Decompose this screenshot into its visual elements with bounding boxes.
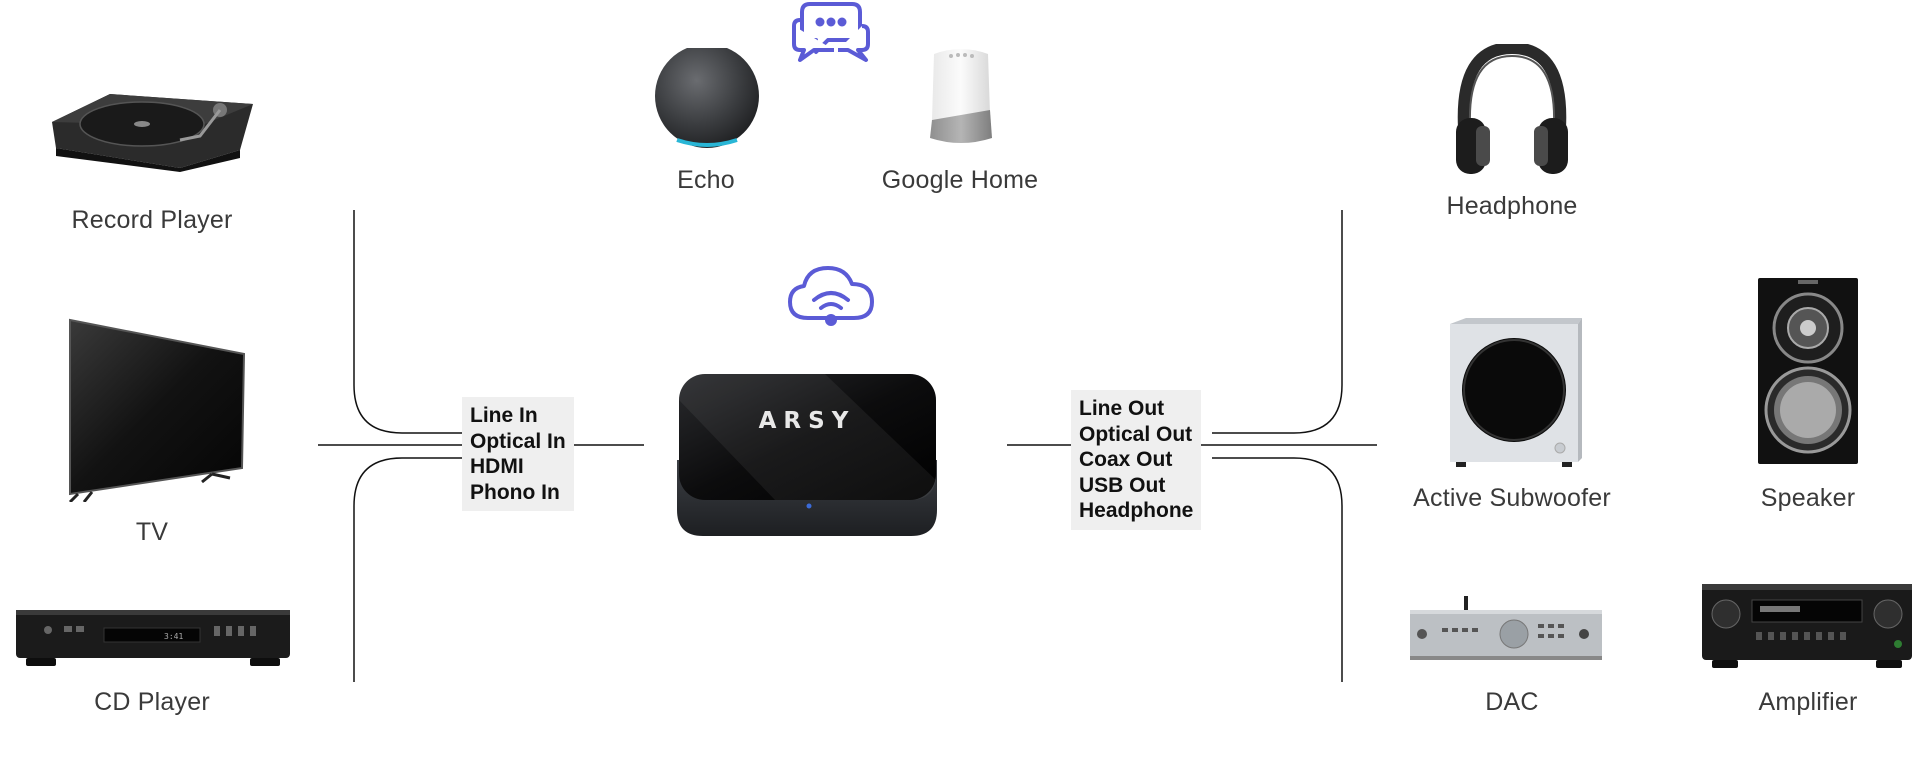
- input-branch-bottom: [353, 457, 462, 682]
- cd-player-label: CD Player: [94, 688, 210, 716]
- tv-icon: [68, 318, 246, 502]
- google-home-label: Google Home: [881, 166, 1039, 194]
- amplifier-label: Amplifier: [1758, 688, 1858, 716]
- output-port-optical-out: Optical Out: [1079, 422, 1193, 446]
- input-port-line-in: Line In: [470, 404, 538, 427]
- speaker-icon: [1758, 278, 1858, 464]
- input-ports-box: Line In Optical In HDMI Phono In: [462, 397, 574, 511]
- input-port-hdmi: HDMI: [470, 455, 524, 478]
- google-home-icon: [930, 49, 992, 143]
- dac-label: DAC: [1485, 688, 1539, 716]
- amplifier-icon: [1702, 584, 1912, 668]
- cd-player-icon: 3:41: [16, 610, 290, 666]
- output-ports-box: Line Out Optical Out Coax Out USB Out He…: [1071, 390, 1202, 530]
- tv-label: TV: [135, 518, 169, 546]
- cloud-wifi-icon: [788, 266, 874, 326]
- output-port-coax-out: Coax Out: [1079, 448, 1173, 471]
- output-port-line-out: Line Out: [1079, 397, 1165, 420]
- arsy-hub-device: [677, 374, 937, 536]
- hub-brand-logo: ARSY: [758, 408, 856, 434]
- input-port-phono-in: Phono In: [470, 480, 560, 504]
- input-port-optical-in: Optical In: [470, 429, 566, 453]
- output-branch-bottom: [1212, 457, 1343, 682]
- dac-icon: [1410, 596, 1602, 660]
- speaker-label: Speaker: [1760, 484, 1856, 512]
- subwoofer-icon: [1450, 318, 1582, 467]
- input-branch-top: [353, 210, 462, 434]
- headphone-label: Headphone: [1446, 192, 1578, 220]
- active-subwoofer-label: Active Subwoofer: [1413, 484, 1611, 512]
- headphone-icon: [1456, 44, 1568, 174]
- echo-label: Echo: [677, 166, 735, 194]
- record-player-icon: [52, 94, 253, 172]
- record-player-label: Record Player: [71, 206, 233, 234]
- output-port-headphone: Headphone: [1079, 499, 1194, 522]
- output-branch-top: [1212, 210, 1343, 434]
- echo-icon: [655, 48, 759, 148]
- output-port-usb-out: USB Out: [1079, 473, 1166, 497]
- svg-text:3:41: 3:41: [164, 632, 183, 641]
- chat-bubbles-icon: [792, 2, 870, 62]
